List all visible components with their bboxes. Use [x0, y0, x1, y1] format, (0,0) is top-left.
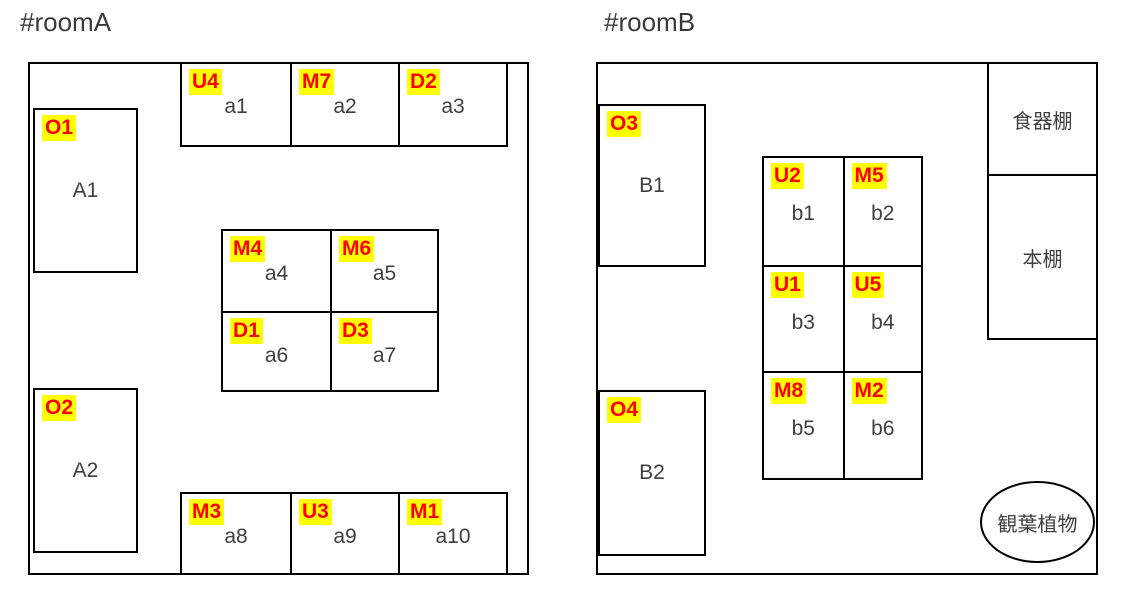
desk-b4: U5 b4 [842, 264, 921, 372]
desk-b3: U1 b3 [764, 264, 843, 372]
room-a-center-desk-island: M4 a4 M6 a5 D1 a6 D3 a7 [221, 229, 439, 392]
desk-a7: D3 a7 [330, 310, 437, 390]
room-a-title: #roomA [20, 7, 112, 37]
desk-B1-name: B1 [639, 173, 665, 197]
desk-b6-tag: M2 [851, 378, 887, 405]
desk-A2: O2 A2 [33, 388, 138, 553]
bookshelf-box: 本棚 [987, 174, 1098, 340]
desk-b5: M8 b5 [764, 371, 843, 478]
desk-a3: D2 a3 [398, 64, 506, 145]
desk-a3-name: a3 [441, 95, 465, 118]
desk-a5-tag: M6 [339, 236, 375, 263]
desk-B2-tag: O4 [607, 397, 642, 424]
desk-A1-tag: O1 [42, 115, 77, 142]
desk-b1-name: b1 [791, 202, 815, 225]
desk-a6-tag: D1 [230, 317, 263, 344]
plant-label: 観葉植物 [997, 513, 1078, 536]
desk-A2-tag: O2 [42, 395, 77, 422]
desk-a2-tag: M7 [299, 69, 335, 96]
desk-b3-tag: U1 [771, 271, 804, 298]
desk-a6-name: a6 [264, 343, 289, 367]
desk-a3-tag: D2 [407, 69, 440, 96]
desk-b2: M5 b2 [842, 158, 922, 265]
desk-a9-name: a9 [333, 525, 357, 548]
desk-a9: U3 a9 [290, 494, 398, 573]
desk-a8: M3 a8 [182, 494, 290, 573]
desk-b1: U2 b1 [764, 158, 843, 265]
room-b-center-desk-island: U2 b1 M5 b2 U1 b3 U5 b4 M8 b5 M2 b6 [762, 156, 923, 480]
desk-B2: O4 B2 [598, 390, 706, 556]
desk-b6-name: b6 [871, 417, 895, 441]
desk-a6: D1 a6 [223, 310, 330, 391]
desk-A1-name: A1 [72, 178, 99, 202]
desk-b4-tag: U5 [851, 271, 885, 298]
desk-a1-name: a1 [224, 95, 248, 118]
desk-a4-tag: M4 [230, 236, 266, 263]
desk-a1: U4 a1 [182, 64, 290, 145]
room-a-outline: U4 a1 M7 a2 D2 a3 O1 A1 M4 a4 M6 a5 D1 a… [28, 62, 529, 575]
desk-B1-tag: O3 [607, 111, 642, 138]
desk-b3-name: b3 [791, 310, 815, 334]
bookshelf-label: 本棚 [1022, 248, 1063, 271]
desk-a8-name: a8 [224, 525, 248, 548]
desk-a4-name: a4 [264, 262, 289, 285]
desk-a2: M7 a2 [290, 64, 398, 145]
desk-A1: O1 A1 [33, 108, 138, 273]
desk-b1-tag: U2 [771, 163, 804, 190]
desk-A2-name: A2 [72, 458, 99, 482]
desk-b2-tag: M5 [851, 163, 887, 190]
desk-B2-name: B2 [639, 461, 665, 484]
desk-b2-name: b2 [871, 202, 895, 225]
desk-b5-tag: M8 [771, 378, 807, 405]
cabinet-box: 食器棚 [987, 62, 1098, 176]
desk-a5-name: a5 [372, 262, 397, 285]
desk-b6: M2 b6 [842, 371, 921, 478]
desk-a10-tag: M1 [407, 499, 443, 526]
desk-a4: M4 a4 [223, 231, 330, 311]
desk-b4-name: b4 [871, 310, 895, 334]
room-b-outline: O3 B1 O4 B2 U2 b1 M5 b2 U1 b3 U5 b4 M8 b… [596, 62, 1098, 575]
desk-a2-name: a2 [333, 95, 357, 118]
room-a-bottom-desk-row: M3 a8 U3 a9 M1 a10 [180, 492, 508, 575]
desk-a1-tag: U4 [189, 69, 222, 96]
desk-a10: M1 a10 [398, 494, 506, 573]
desk-b5-name: b5 [791, 417, 815, 441]
desk-a7-name: a7 [372, 343, 397, 367]
cabinet-label: 食器棚 [1012, 110, 1073, 133]
room-a-top-desk-row: U4 a1 M7 a2 D2 a3 [180, 62, 508, 147]
desk-a10-name: a10 [435, 525, 471, 548]
desk-a8-tag: M3 [189, 499, 225, 526]
plant-ellipse: 観葉植物 [980, 481, 1095, 563]
desk-a9-tag: U3 [299, 499, 332, 526]
desk-a5: M6 a5 [330, 231, 437, 311]
desk-a7-tag: D3 [339, 317, 372, 344]
desk-B1: O3 B1 [598, 104, 706, 267]
room-b-title: #roomB [604, 7, 696, 37]
